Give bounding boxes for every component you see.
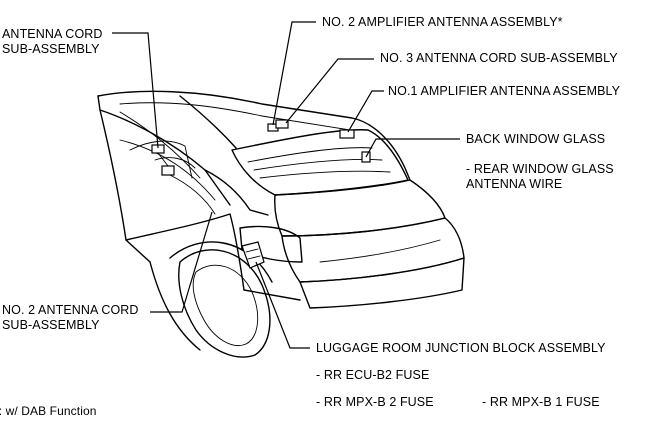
leader-junction-block: [255, 261, 310, 349]
car-body-outline: [97, 90, 465, 358]
leader-lines: [112, 21, 460, 349]
leader-no3-antenna-cord: [285, 58, 374, 124]
label-back-window-glass: BACK WINDOW GLASS: [466, 132, 606, 146]
antenna-cord-sub-assembly-part: [151, 144, 175, 176]
no1-amplifier-antenna-part: [339, 129, 371, 163]
luggage-room-junction-block-part: [241, 241, 265, 269]
label-rr-ecu-b2-fuse: - RR ECU-B2 FUSE: [316, 368, 430, 382]
label-rear-window-line2: ANTENNA WIRE: [466, 177, 563, 191]
leader-no2-antenna-cord: [150, 211, 213, 313]
no3-antenna-cord-part: [275, 119, 289, 129]
label-luggage-room-junction-block-assembly: LUGGAGE ROOM JUNCTION BLOCK ASSEMBLY: [316, 341, 606, 355]
label-rear-window-line1: - REAR WINDOW GLASS: [466, 162, 614, 176]
label-no2-amplifier-antenna-assembly: NO. 2 AMPLIFIER ANTENNA ASSEMBLY*: [322, 15, 563, 29]
label-no3-antenna-cord-sub-assembly: NO. 3 ANTENNA CORD SUB-ASSEMBLY: [380, 51, 618, 65]
label-no2-antenna-cord-line1: NO. 2 ANTENNA CORD: [2, 303, 139, 317]
label-no2-antenna-cord-line2: SUB-ASSEMBLY: [2, 318, 100, 332]
leader-back-window-glass: [365, 138, 460, 158]
label-no1-amplifier-antenna-assembly: NO.1 AMPLIFIER ANTENNA ASSEMBLY: [388, 84, 621, 98]
label-antenna-cord-line2: SUB-ASSEMBLY: [2, 42, 100, 56]
no2-antenna-cord-part: [169, 174, 216, 215]
label-rr-mpx-b2-fuse: - RR MPX-B 2 FUSE: [316, 395, 434, 409]
footnote-dab-function: *: w/ DAB Function: [0, 404, 97, 418]
label-rr-mpx-b1-fuse: - RR MPX-B 1 FUSE: [482, 395, 600, 409]
label-antenna-cord-sub-assembly: ANTENNA CORD SUB-ASSEMBLY: [2, 27, 103, 57]
label-rear-window-glass-antenna-wire: - REAR WINDOW GLASS ANTENNA WIRE: [466, 162, 614, 192]
leader-no1-amplifier: [347, 90, 384, 133]
label-antenna-cord-line1: ANTENNA CORD: [2, 27, 103, 41]
leader-antenna-cord: [112, 32, 159, 149]
label-no2-antenna-cord-sub-assembly: NO. 2 ANTENNA CORD SUB-ASSEMBLY: [2, 303, 139, 333]
leader-no2-amplifier: [272, 21, 316, 126]
